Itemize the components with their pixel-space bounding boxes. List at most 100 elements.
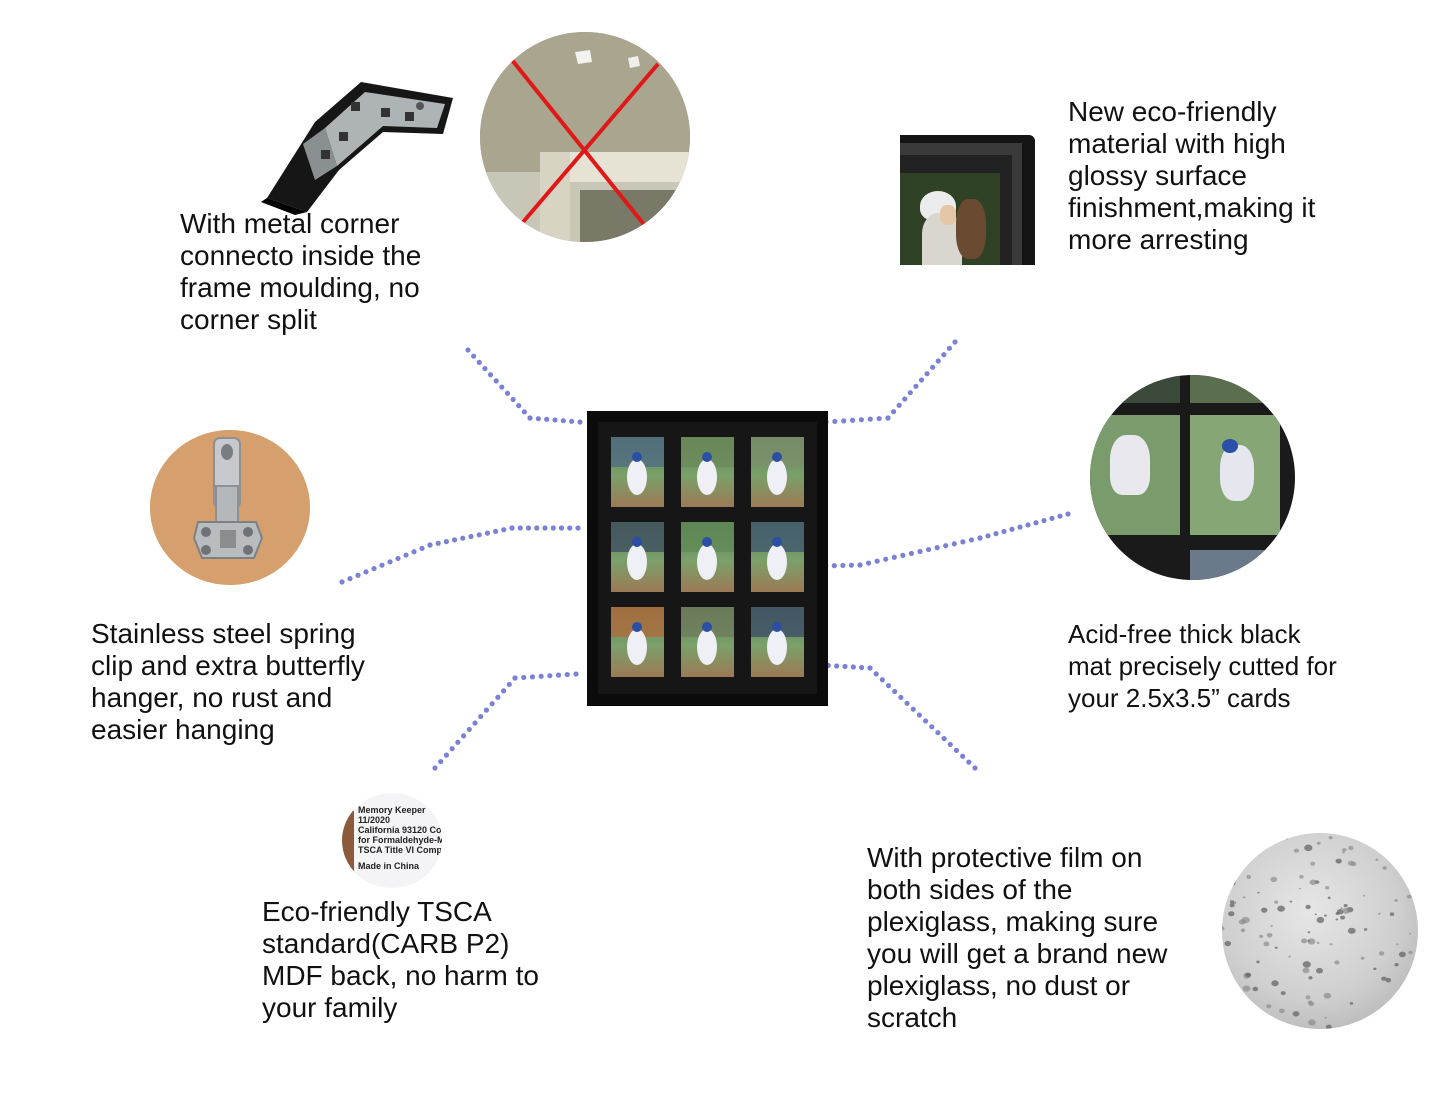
connector-dot xyxy=(468,533,474,540)
water-drop xyxy=(1340,915,1346,920)
connector-dot xyxy=(951,541,957,547)
connector-dot xyxy=(985,533,991,539)
caption-protective-film: With protective film on both sides of th… xyxy=(867,842,1168,1033)
connector-dot xyxy=(892,688,898,695)
connector-dot xyxy=(544,416,550,422)
connector-dot xyxy=(876,415,882,422)
water-drop xyxy=(1316,941,1320,944)
water-drop xyxy=(1348,845,1354,851)
water-drop xyxy=(1327,896,1331,899)
connector-dot xyxy=(841,418,847,424)
water-drop xyxy=(1336,909,1344,915)
connector-dot xyxy=(443,539,449,545)
water-drop xyxy=(1396,943,1399,946)
connector-dot xyxy=(952,339,958,345)
connector-dot xyxy=(907,390,913,396)
card-player-cap xyxy=(772,622,782,632)
connector-dot xyxy=(521,674,527,681)
connector-dot xyxy=(946,345,953,351)
caption-black-mat: Acid-free thick black mat precisely cutt… xyxy=(1068,619,1337,713)
card-player xyxy=(767,629,787,665)
connector-dot xyxy=(902,396,908,402)
water-drop xyxy=(1316,916,1325,924)
connector-dot xyxy=(371,565,377,572)
connector-dot xyxy=(831,563,837,569)
connector-dot xyxy=(387,559,393,565)
connector-dot xyxy=(510,396,516,403)
water-drop xyxy=(1245,972,1252,978)
water-drop xyxy=(1408,950,1413,955)
connector-dot xyxy=(1001,528,1007,535)
connector-dot xyxy=(529,674,536,680)
water-drop xyxy=(1394,963,1399,967)
connector-dot xyxy=(569,418,575,424)
water-drop xyxy=(1373,967,1377,971)
connector-dot xyxy=(922,718,929,724)
connector-dot xyxy=(495,694,501,700)
water-drop xyxy=(1305,904,1311,910)
connector-dot xyxy=(850,664,856,670)
water-drop xyxy=(1325,886,1330,890)
connector-dot xyxy=(427,542,433,548)
water-drop xyxy=(1289,900,1293,903)
water-drop xyxy=(1406,894,1412,899)
water-drop xyxy=(1342,848,1347,852)
connector-dot xyxy=(525,525,532,531)
connector-dot xyxy=(534,525,540,531)
connector-dot xyxy=(917,548,923,555)
connector-dot xyxy=(483,707,490,713)
card-player xyxy=(697,544,717,580)
card-player-cap xyxy=(772,537,782,547)
split-corner-icon xyxy=(480,32,690,242)
connector-dot xyxy=(403,552,409,558)
water-drop xyxy=(1242,985,1251,992)
caption-corner-connector: With metal corner connecto inside the fr… xyxy=(180,208,422,335)
connector-dot xyxy=(560,418,566,424)
connector-dot xyxy=(460,733,467,739)
water-drop xyxy=(1329,943,1333,946)
connector-dot xyxy=(478,713,484,720)
connector-dot xyxy=(904,700,910,706)
connector-dot xyxy=(449,746,455,752)
connector-dot xyxy=(575,525,581,531)
connector-dot xyxy=(857,562,863,568)
connector-dot xyxy=(960,539,966,545)
water-drop xyxy=(1382,866,1387,870)
water-drop xyxy=(1292,1011,1300,1017)
water-drop xyxy=(1229,903,1235,908)
caption-eco-material: New eco-friendly material with high glos… xyxy=(1068,96,1316,255)
connector-dot xyxy=(848,562,855,568)
water-drop xyxy=(1305,995,1311,1000)
water-drop xyxy=(1252,986,1259,992)
card-player-cap xyxy=(702,622,712,632)
water-drop xyxy=(1347,860,1355,866)
connector-dot xyxy=(832,418,838,425)
water-drop xyxy=(1288,955,1291,958)
connector-dot xyxy=(867,665,873,671)
water-drop xyxy=(1314,913,1317,916)
water-drop xyxy=(1363,928,1368,931)
label-line-4: for Formaldehyde-M xyxy=(358,835,442,845)
card-grid xyxy=(611,437,804,677)
connector-dot xyxy=(930,364,936,370)
label-line-6: Made in China xyxy=(358,861,420,871)
connector-dot xyxy=(552,417,558,423)
connector-dot xyxy=(527,415,533,421)
water-drop xyxy=(1394,899,1398,902)
spring-clip-icon xyxy=(150,430,310,585)
connector-dot xyxy=(865,560,872,566)
water-drop xyxy=(1323,992,1331,999)
water-drop xyxy=(1385,977,1392,983)
connector-dot xyxy=(363,569,369,575)
tsca-label-icon: Memory Keeper 11/2020 California 93120 C… xyxy=(342,793,442,888)
connector-dot xyxy=(879,677,885,683)
connector-dot xyxy=(542,525,548,531)
connector-dot xyxy=(535,416,541,422)
connector-dot xyxy=(555,672,562,678)
water-drop xyxy=(1335,858,1342,864)
connector-dot xyxy=(339,579,345,585)
connector-dot xyxy=(883,556,889,562)
connector-dot xyxy=(567,525,573,531)
connector-dot xyxy=(910,706,916,712)
water-drop xyxy=(1274,900,1279,904)
